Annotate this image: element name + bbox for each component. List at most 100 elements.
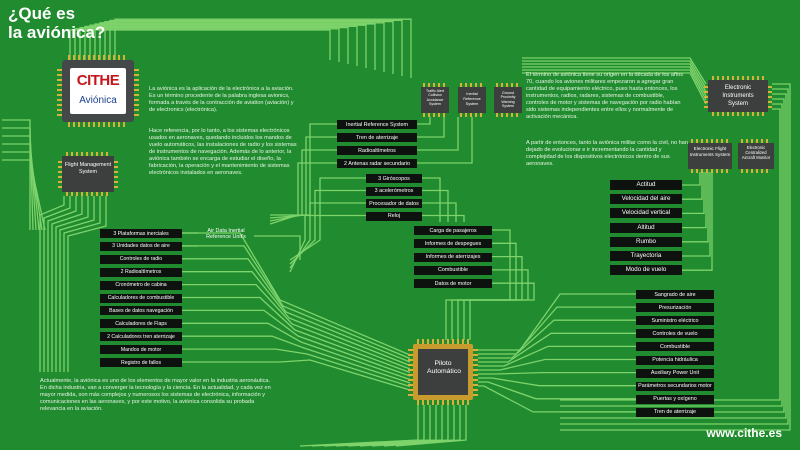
gpws-chip: Ground Proximity Warning System	[494, 83, 522, 117]
right-bottom-list-item: Controles de vuelo	[636, 329, 714, 339]
bottom-paragraph: Actualmente, la aviónica es uno de los e…	[40, 378, 271, 412]
circuit-trace	[478, 371, 636, 375]
lower-center-list-item: Informes de aterrizajes	[414, 252, 492, 262]
top-center-list-item: Inertial Reference System	[337, 120, 417, 129]
logo-brand: CITHE	[76, 72, 120, 89]
circuit-trace	[269, 162, 337, 225]
mid-center-list-item: 3 acelerómetros	[366, 186, 422, 196]
right-bottom-list-item: Tren de aterrizaje	[636, 407, 714, 417]
right-bottom-list-item: Parámetros secundarios motor	[636, 381, 714, 391]
lower-center-list-item: Datos de motor	[414, 279, 492, 289]
fms-chip: Flight Management System	[58, 152, 118, 196]
circuit-trace	[182, 359, 411, 391]
tcas-chip: Traffic Alert Collision Avoidance System	[421, 83, 449, 117]
circuit-trace	[2, 135, 37, 231]
efis-chip: Electronic Flight Instruments System	[688, 139, 732, 173]
left-list-item: Bases de datos navegación	[100, 306, 182, 316]
circuit-trace	[682, 172, 701, 186]
right-bottom-list-item: Potencia hidráulica	[636, 355, 714, 365]
circuit-trace	[63, 196, 101, 372]
irs-chip: Inertial Reference System	[458, 83, 486, 117]
right-bottom-list-item: Auxiliary Power Unit	[636, 368, 714, 378]
top-center-list-item: Radioaltímetros	[337, 146, 417, 155]
circuit-trace	[522, 66, 707, 97]
circuit-trace	[289, 202, 366, 269]
irs-label: Inertial Reference System	[463, 92, 481, 106]
circuit-trace	[682, 172, 713, 271]
circuit-trace	[417, 117, 431, 125]
left-list-item: Registro de fallos	[100, 358, 182, 367]
circuit-trace	[417, 117, 459, 151]
cithe-logo: CITHE Aviónica	[70, 68, 126, 114]
circuit-trace	[182, 283, 411, 370]
circuit-trace	[417, 117, 473, 164]
autopilot-chip: Piloto Automático	[408, 339, 478, 405]
right-top-list-item: Altitud	[610, 222, 682, 233]
circuit-trace	[522, 57, 707, 85]
circuit-trace	[43, 196, 71, 372]
mid-center-list-item: 3 Giróscopos	[366, 174, 422, 183]
right-bottom-list-item: Suministro eléctrico	[636, 316, 714, 326]
circuit-trace	[84, 25, 358, 66]
circuit-trace	[2, 127, 34, 231]
circuit-trace	[560, 88, 789, 425]
circuit-trace	[2, 143, 40, 231]
circuit-trace	[478, 377, 636, 387]
circuit-trace	[522, 72, 707, 105]
circuit-trace	[422, 214, 465, 222]
eis-label: Electronic Instruments System	[722, 85, 754, 107]
circuit-trace	[2, 119, 31, 230]
circuit-trace	[39, 196, 65, 372]
tcas-label: Traffic Alert Collision Avoidance System	[426, 89, 444, 107]
right-bottom-list-item: Puertas y oxígeno	[636, 394, 714, 404]
circuit-trace	[182, 245, 411, 360]
title-line-2: la aviónica?	[8, 23, 106, 42]
left-list-item: 2 Calculadores tren aterrizaje	[100, 332, 182, 342]
circuit-trace	[478, 381, 636, 400]
circuit-trace	[478, 306, 636, 355]
circuit-trace	[59, 196, 95, 372]
lower-center-list-item: Informes de despegues	[414, 239, 492, 249]
circuit-trace	[478, 358, 636, 371]
circuit-trace	[682, 172, 705, 215]
circuit-trace	[682, 172, 703, 200]
right-bottom-list-item: Presurización	[636, 303, 714, 313]
origin-paragraph-2: A partir de entonces, tanto la aviónica …	[526, 140, 688, 167]
mid-center-list-item: Procesador de datos	[366, 199, 422, 208]
right-top-list-item: Velocidad del aire	[610, 194, 682, 205]
right-top-list-item: Trayectoria	[610, 251, 682, 261]
left-list-item: 2 Radioaltímetros	[100, 267, 182, 277]
circuit-trace	[182, 232, 411, 356]
left-list-item: Calculadores de Flaps	[100, 319, 182, 329]
circuit-trace	[182, 271, 411, 367]
circuit-trace	[422, 202, 457, 222]
circuit-trace	[682, 172, 707, 229]
lower-center-list-item: Carga de pasajeros	[414, 226, 492, 235]
circuit-trace	[47, 196, 77, 372]
gpws-label: Ground Proximity Warning System	[500, 91, 516, 109]
circuit-trace	[254, 235, 301, 260]
circuit-trace	[422, 177, 441, 222]
left-list-item: Mandos de motor	[100, 345, 182, 355]
circuit-trace	[560, 93, 787, 419]
circuit-trace	[182, 296, 411, 374]
circuit-trace	[417, 117, 445, 138]
circuit-trace	[445, 282, 535, 340]
top-center-list-item: 2 Antenas radar secundario	[337, 159, 417, 168]
circuit-trace	[104, 20, 394, 74]
ecam-chip: Electronic Centralized Aircraft Monitor	[738, 139, 774, 173]
circuit-trace	[182, 348, 411, 388]
lower-center-list-item: Combustible	[414, 265, 492, 275]
adirs-label: Air Data Inertial Reference Unit's	[206, 228, 246, 241]
autopilot-label: Piloto Automático	[427, 360, 462, 376]
circuit-trace	[51, 196, 83, 372]
circuit-trace	[682, 172, 709, 243]
right-top-list-item: Rumbo	[610, 236, 682, 247]
circuit-trace	[522, 69, 707, 101]
left-list-item: Calculadores de combustible	[100, 293, 182, 303]
circuit-trace	[2, 151, 43, 231]
mid-center-list-item: Reloj	[366, 211, 422, 221]
site-url: www.cithe.es	[706, 426, 782, 440]
